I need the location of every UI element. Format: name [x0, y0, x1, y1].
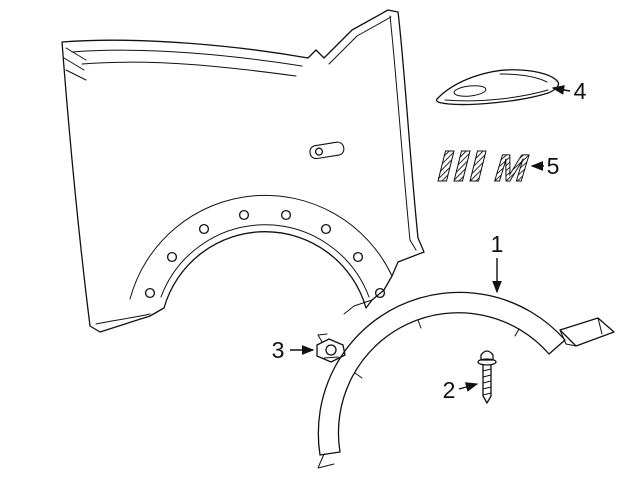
badge-slash-1 — [437, 150, 455, 182]
callout-2-label[interactable]: 2 — [443, 377, 456, 403]
molding-band — [317, 291, 566, 456]
callouts: 1 2 3 4 5 — [272, 78, 587, 403]
sill-detail — [343, 299, 373, 315]
retaining-clip — [316, 333, 346, 363]
tip-hatch-1 — [65, 47, 87, 61]
tip-hatch-3 — [65, 69, 87, 81]
front-lower-line — [95, 313, 151, 325]
wheel-arch-molding — [317, 291, 566, 469]
badge-letter-m: M — [493, 148, 530, 190]
arch-flange-line — [160, 224, 370, 298]
clip-hole — [166, 251, 178, 263]
clip-body — [316, 338, 346, 363]
pillar-line-1 — [328, 16, 392, 65]
end-cap-flange — [559, 329, 577, 347]
callout-4-label[interactable]: 4 — [574, 78, 587, 104]
bolt-thread-4 — [482, 386, 492, 390]
tip-hatch-2 — [63, 57, 85, 71]
callout-1-label[interactable]: 1 — [491, 231, 504, 257]
clip-hole — [238, 209, 250, 221]
clip-hole-center — [325, 344, 337, 356]
bolt-shaft — [482, 364, 492, 404]
clip-hole — [144, 287, 156, 299]
vent-upper-line — [499, 73, 548, 83]
fender-vent-trim — [435, 69, 560, 106]
fender-outline — [61, 9, 425, 333]
molding-clip-tab-3 — [514, 328, 520, 337]
molding-clip-tab-1 — [354, 372, 363, 379]
side-marker-indent — [309, 141, 345, 160]
end-cap-body — [559, 317, 615, 347]
hood-line-2 — [81, 61, 297, 77]
bolt-washer — [477, 358, 497, 366]
badge-slash-3 — [469, 150, 487, 182]
badge-slash-2 — [453, 150, 471, 182]
hood-line-1 — [71, 49, 303, 67]
callout-5-label[interactable]: 5 — [547, 153, 560, 179]
end-cap-fold — [597, 317, 603, 335]
clip-hole — [280, 209, 292, 221]
clip-hole — [198, 223, 210, 235]
clip-hole — [352, 251, 364, 263]
clip-edge-line — [323, 356, 339, 359]
bolt-thread-2 — [482, 374, 492, 378]
mounting-bolt — [477, 350, 497, 404]
molding-clip-tab-2 — [417, 319, 422, 329]
molding-end-cap — [559, 317, 615, 347]
clip-hook — [317, 333, 328, 343]
molding-end-tab — [317, 453, 335, 469]
vent-slot — [453, 85, 487, 97]
callout-3-label[interactable]: 3 — [272, 337, 285, 363]
clip-hole — [320, 223, 332, 235]
bolt-thread-1 — [482, 368, 492, 372]
arch-band-line — [129, 194, 393, 300]
fender-panel — [61, 9, 425, 333]
arch-clip-holes — [144, 209, 386, 299]
m-badge: M — [437, 148, 531, 190]
bolt-thread-3 — [482, 380, 492, 384]
callout-2-arrow — [458, 382, 479, 392]
bolt-thread-5 — [482, 392, 492, 396]
clip-hole — [374, 287, 386, 299]
vent-inner-line — [444, 89, 549, 102]
pillar-line-2 — [389, 15, 417, 251]
callout-4-arrow — [551, 85, 571, 95]
